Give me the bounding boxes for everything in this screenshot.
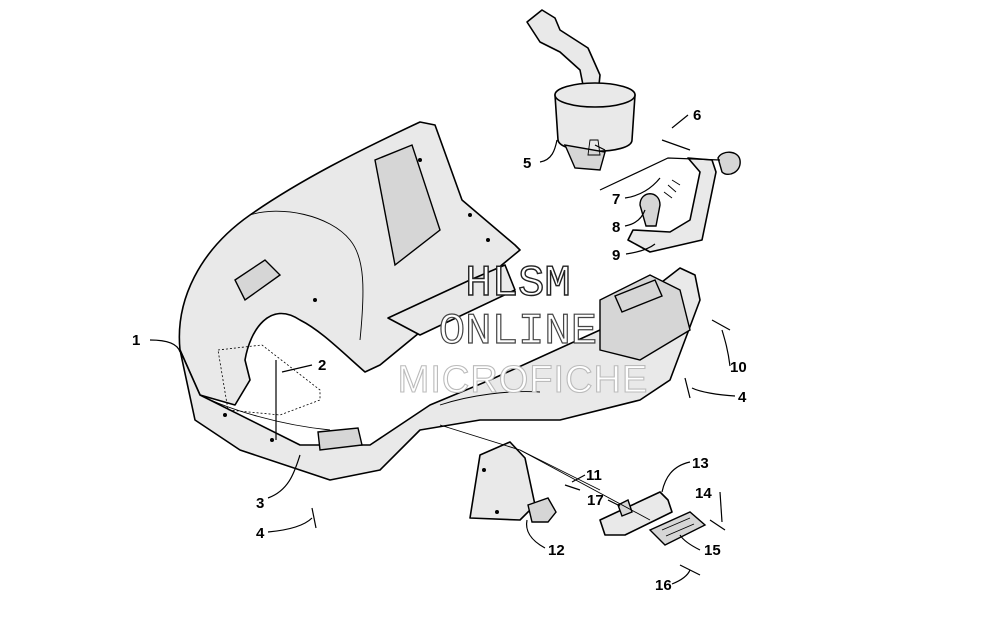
- watermark: HLSM ONLINE MICROFICHE: [397, 258, 649, 401]
- watermark-line2: ONLINE: [439, 307, 597, 357]
- callout-8: 8: [612, 219, 620, 236]
- callout-6: 6: [693, 107, 701, 124]
- watermark-line1: HLSM: [465, 259, 571, 309]
- callout-16: 16: [655, 577, 672, 594]
- callout-11: 11: [586, 467, 602, 484]
- callout-17: 17: [587, 492, 604, 509]
- callout-4b: 4: [738, 389, 747, 406]
- callout-4a: 4: [256, 525, 265, 542]
- callout-5: 5: [523, 155, 531, 172]
- callout-3: 3: [256, 495, 264, 512]
- callout-9: 9: [612, 247, 620, 264]
- callout-15: 15: [704, 542, 721, 559]
- outlet-fitting: [469, 441, 557, 523]
- callout-13: 13: [692, 455, 709, 472]
- callout-1: 1: [132, 332, 140, 349]
- callouts: 1 2 3 4 5 6 7 8 9 10 4 11 12 13 14 15 16…: [132, 107, 747, 594]
- muffler: [526, 9, 636, 171]
- callout-7: 7: [612, 191, 620, 208]
- leader-lines: [149, 114, 736, 585]
- muffler-bracket: [594, 144, 741, 253]
- fastener-lines: [275, 139, 731, 576]
- watermark-line3: MICROFICHE: [398, 359, 649, 401]
- callout-10: 10: [730, 359, 747, 376]
- pedal-bracket: [599, 491, 707, 546]
- callout-2: 2: [318, 357, 326, 374]
- callout-12: 12: [548, 542, 565, 559]
- body-tub: [178, 121, 701, 481]
- callout-14: 14: [695, 485, 712, 502]
